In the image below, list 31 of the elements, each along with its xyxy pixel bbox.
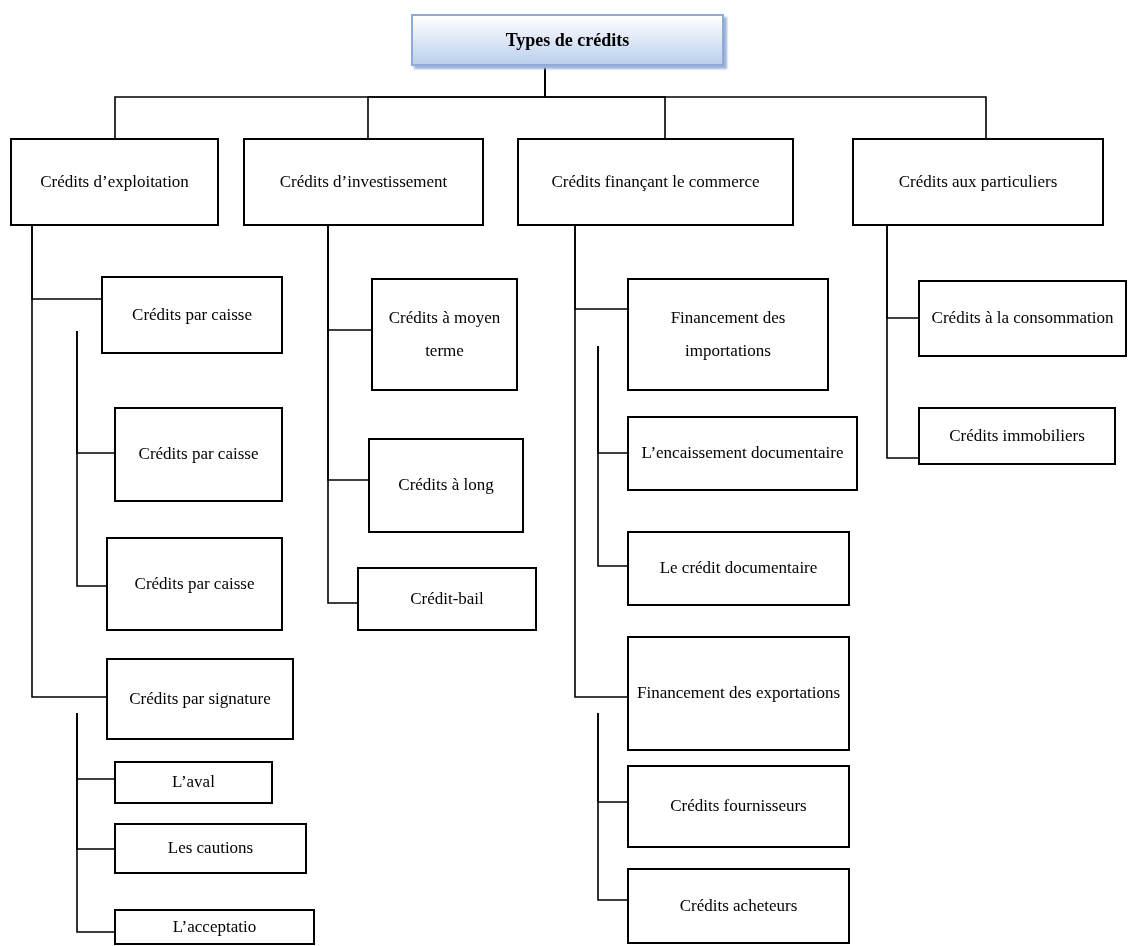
category-box: Financement des exportations — [627, 636, 850, 751]
connector-line — [327, 225, 358, 604]
category-box: Crédits immobiliers — [918, 407, 1116, 465]
category-box: Crédits à la consommation — [918, 280, 1127, 357]
category-box: Financement des importations — [627, 278, 829, 391]
category-box: Crédits acheteurs — [627, 868, 850, 944]
category-box: Crédits d’exploitation — [10, 138, 219, 226]
category-box: Crédits fournisseurs — [627, 765, 850, 848]
connector-line — [597, 345, 628, 567]
connector-line — [76, 330, 107, 587]
category-box: L’aval — [114, 761, 273, 804]
category-box: Crédits d’investissement — [243, 138, 484, 226]
connector-line — [886, 225, 919, 459]
category-box: Crédits aux particuliers — [852, 138, 1104, 226]
title-box: Types de crédits — [411, 14, 724, 66]
category-box: Le crédit documentaire — [627, 531, 850, 606]
connector-line — [574, 225, 628, 698]
category-box: Les cautions — [114, 823, 307, 874]
category-box: Crédits finançant le commerce — [517, 138, 794, 226]
category-box: Crédits par signature — [106, 658, 294, 740]
category-box: Crédits par caisse — [101, 276, 283, 354]
category-box: Crédits par caisse — [106, 537, 283, 631]
connector-line — [597, 712, 628, 901]
category-box: Crédits à long — [368, 438, 524, 533]
category-box: L’encaissement documentaire — [627, 416, 858, 491]
category-box: L’acceptatio — [114, 909, 315, 945]
category-box: Crédit-bail — [357, 567, 537, 631]
category-box: Crédits par caisse — [114, 407, 283, 502]
connector-line — [76, 712, 115, 933]
category-box: Crédits à moyen terme — [371, 278, 518, 391]
connector-line — [31, 225, 107, 698]
